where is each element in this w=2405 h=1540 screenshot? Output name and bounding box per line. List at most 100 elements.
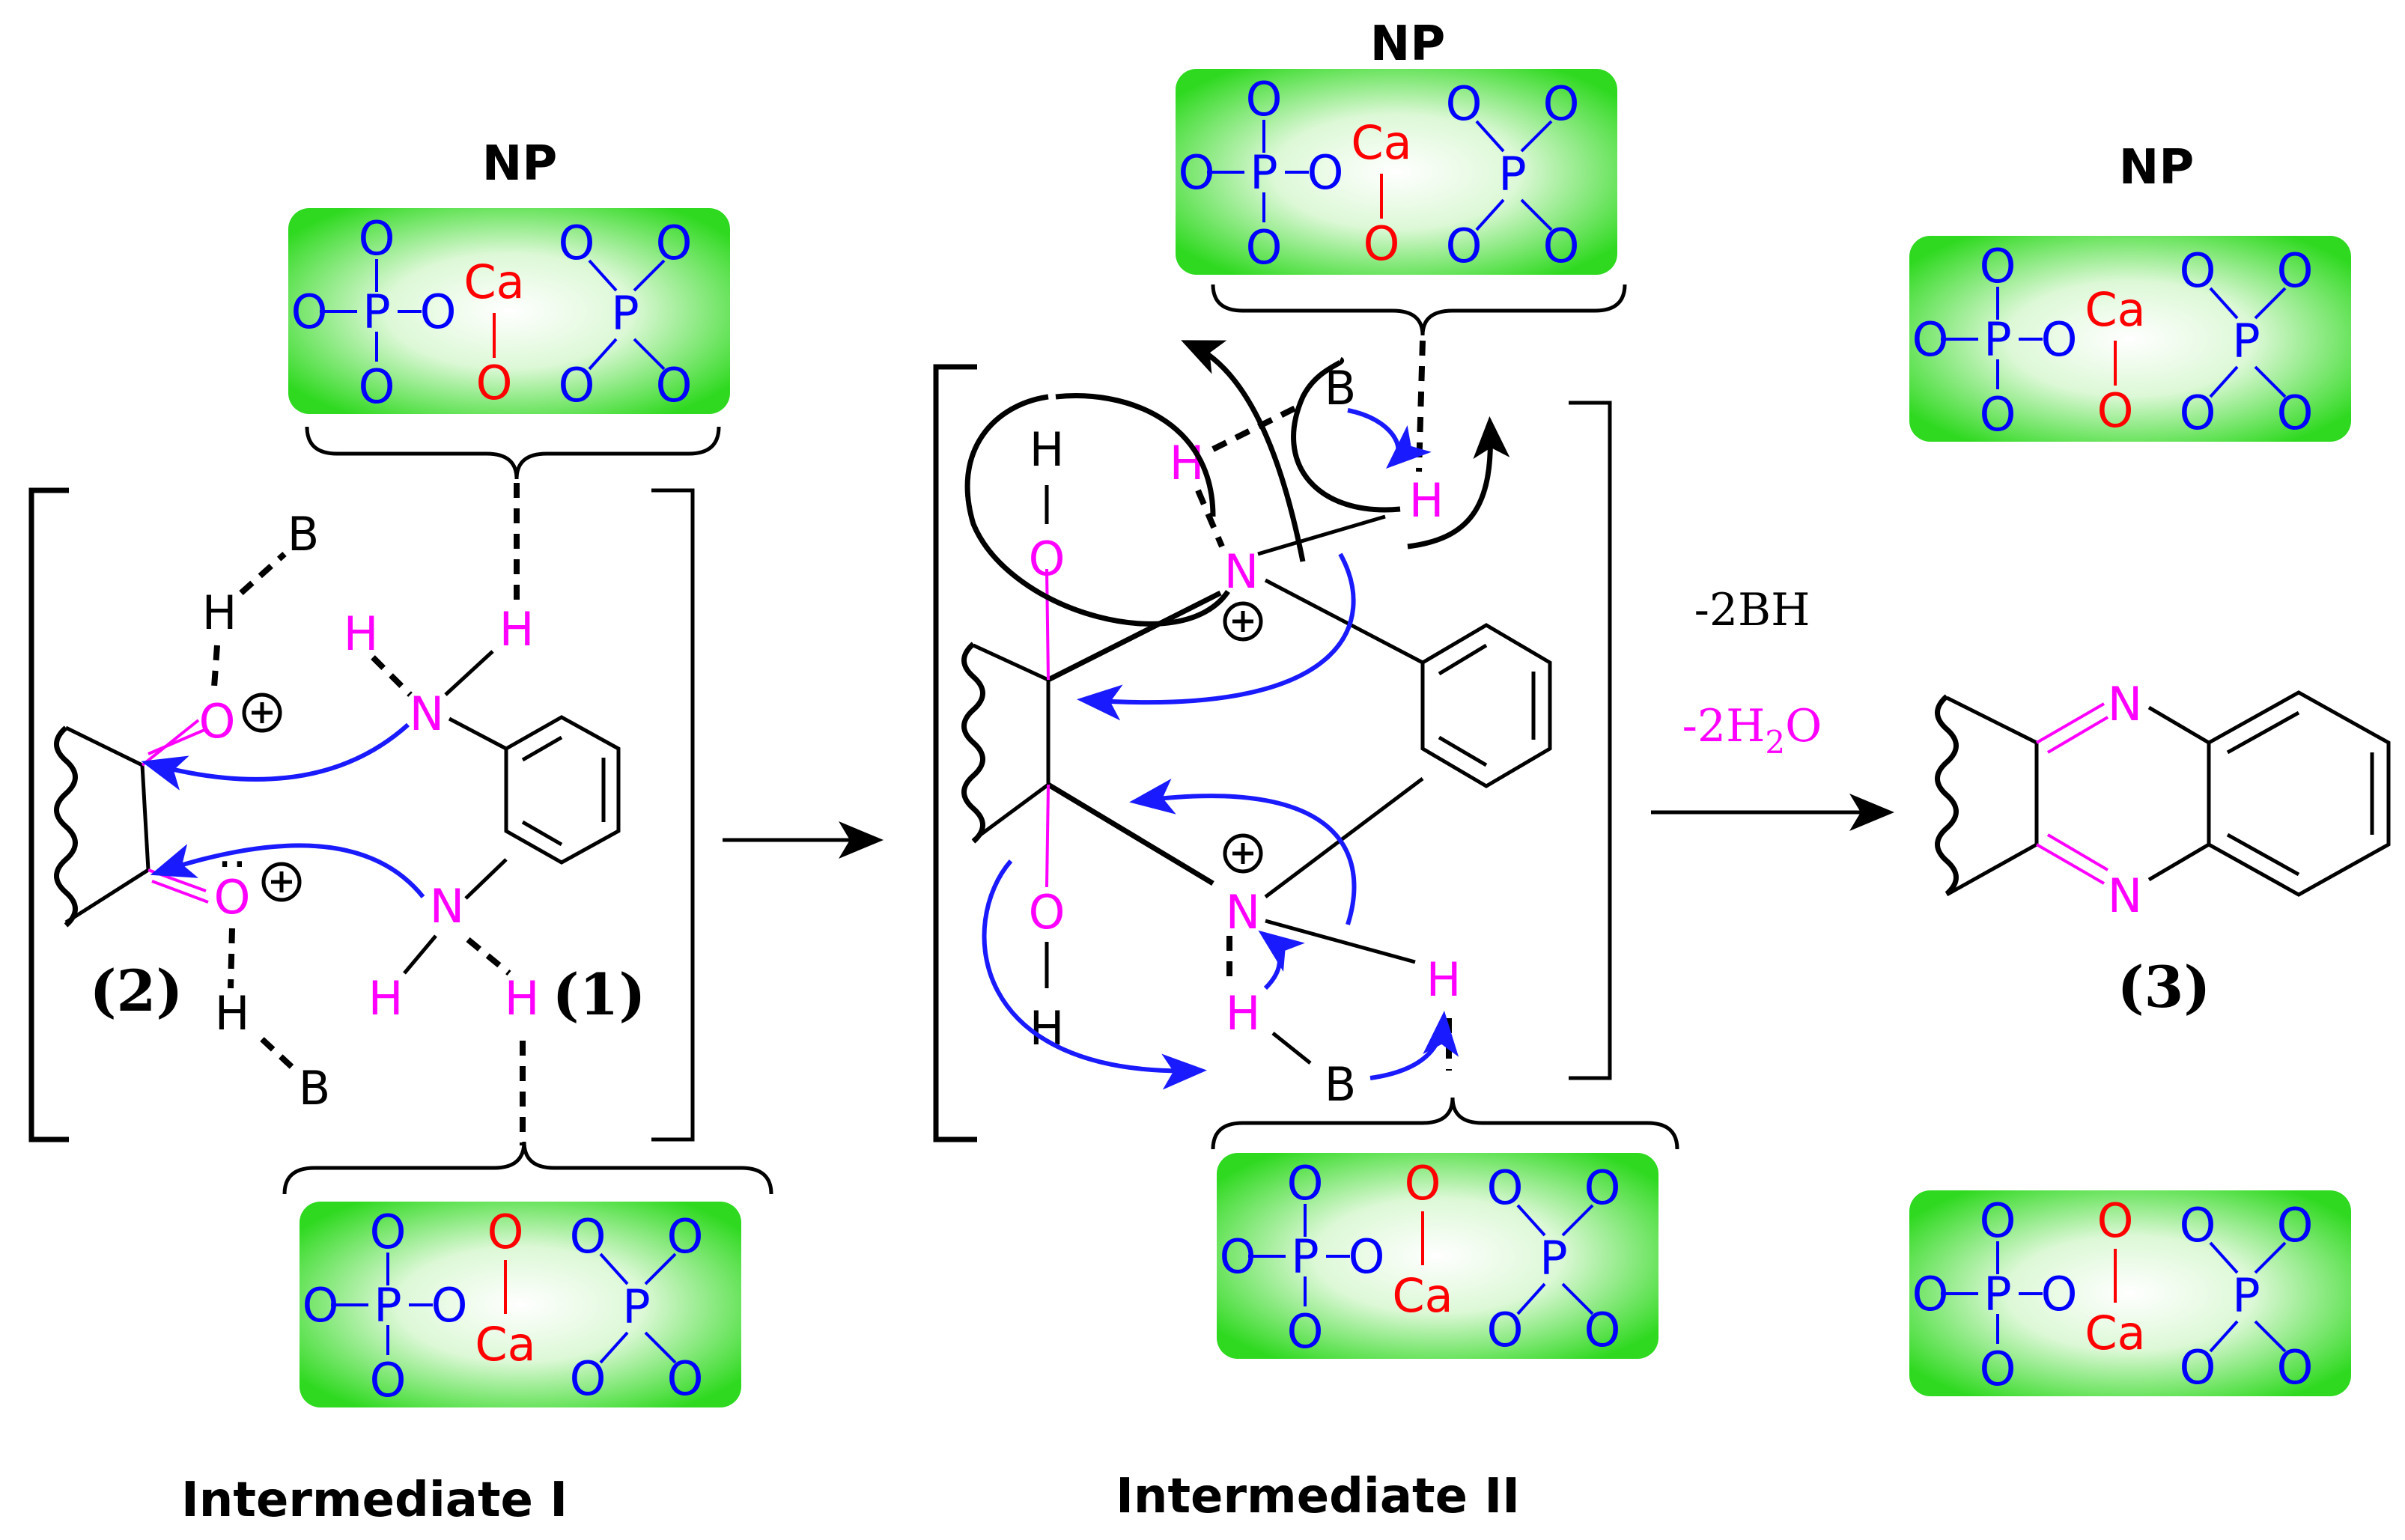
brace-top-2 <box>1211 284 1627 336</box>
nanoparticle-top-3: O O P O O Ca O O O P O O <box>1908 234 2353 443</box>
amine-h: H <box>368 971 404 1026</box>
plus-charge-icon <box>261 862 302 902</box>
svg-text:Ca: Ca <box>2085 282 2145 337</box>
electron-arrow <box>1129 779 1357 925</box>
h-atom: H <box>215 986 250 1041</box>
o-atom: O <box>291 284 328 339</box>
amine-h: H <box>505 971 540 1026</box>
wavy-bond <box>1935 694 1959 896</box>
svg-text:O: O <box>2097 1193 2134 1248</box>
svg-text:H: H <box>1170 436 1205 490</box>
svg-text:O: O <box>487 1205 524 1259</box>
bracket-left-2 <box>933 364 977 1142</box>
svg-text:O: O <box>431 1278 468 1333</box>
svg-text:O: O <box>2180 1198 2216 1253</box>
ring-n: N <box>2108 677 2142 731</box>
brace-top-1 <box>305 426 721 480</box>
bracket-left-1 <box>28 487 69 1142</box>
svg-text:O: O <box>2277 243 2314 298</box>
svg-text:Ca: Ca <box>1392 1268 1453 1323</box>
svg-text:O: O <box>2277 1340 2314 1395</box>
svg-text:O: O <box>1363 216 1400 271</box>
amine-h: H <box>344 606 379 661</box>
svg-text:O: O <box>570 1209 606 1264</box>
electron-arrow <box>1055 393 1216 517</box>
plus-charge-icon <box>1223 601 1263 642</box>
svg-text:O: O <box>370 1353 407 1407</box>
electron-arrow <box>1077 553 1356 721</box>
electron-arrow <box>1369 1011 1459 1080</box>
svg-text:O: O <box>1287 1156 1324 1211</box>
base-atom: B <box>299 1061 331 1116</box>
svg-text:H: H <box>1030 422 1065 477</box>
svg-text:O: O <box>2041 1267 2078 1321</box>
electron-arrow <box>150 843 425 898</box>
svg-text:O: O <box>370 1205 407 1259</box>
electron-arrow <box>1347 408 1432 469</box>
svg-text:O: O <box>1287 1304 1324 1359</box>
nanoparticle-top-2: O O P O O Ca O O O P O O <box>1174 67 1619 276</box>
o-atom: O <box>559 358 595 413</box>
wavy-bond <box>54 725 78 928</box>
svg-text:O: O <box>1405 1156 1441 1211</box>
electron-arrow <box>1181 340 1306 562</box>
electron-arrow <box>141 722 410 791</box>
electron-arrow <box>1407 416 1510 550</box>
o-atom: O <box>559 216 595 270</box>
svg-text:O: O <box>1584 1303 1621 1357</box>
amine-n: N <box>410 687 444 741</box>
compound-2-label: (2) <box>90 958 183 1024</box>
svg-text:O: O <box>1980 1193 2016 1248</box>
hydroxyl-o: O <box>1029 885 1065 940</box>
svg-text:O: O <box>302 1278 339 1333</box>
intermediate-2-label: Intermediate II <box>1116 1469 1520 1524</box>
o-atom: O <box>656 216 693 270</box>
svg-text:H: H <box>1426 952 1462 1007</box>
svg-text:P: P <box>2232 314 2260 368</box>
o-atom: O <box>656 358 693 413</box>
o-atom: O <box>476 356 513 410</box>
p-atom: P <box>362 284 390 339</box>
electron-arrow <box>964 394 1230 627</box>
svg-text:O: O <box>2277 1198 2314 1253</box>
h-atom: H <box>202 585 237 640</box>
electron-arrow <box>982 859 1207 1090</box>
o-atom: O <box>420 284 457 339</box>
nanoparticle-bottom-1: O O P O O O Ca O O P O O <box>298 1200 743 1409</box>
hydroxyl-o: O <box>1029 532 1065 586</box>
svg-text:O: O <box>1446 76 1483 131</box>
svg-text:P: P <box>622 1279 650 1334</box>
nanoparticle-bottom-3: O O P O O O Ca O O P O O <box>1908 1189 2353 1398</box>
base-atom: B <box>288 507 320 561</box>
np-label-1: NP <box>482 136 557 192</box>
svg-text:O: O <box>1543 219 1580 273</box>
svg-text:P: P <box>1291 1229 1319 1284</box>
brace-bottom-2 <box>1211 1097 1679 1150</box>
plus-charge-icon <box>1223 833 1263 874</box>
intermediate-1-label: Intermediate I <box>181 1473 568 1528</box>
benzene-ring <box>504 715 621 865</box>
brace-bottom-1 <box>282 1141 773 1195</box>
svg-text:H: H <box>1409 473 1444 528</box>
carbonyl-o: O <box>199 694 236 749</box>
svg-text:O: O <box>667 1351 704 1406</box>
amine-n: N <box>430 879 464 934</box>
nanoparticle-top-1: P O O O O Ca O P O O O O <box>287 207 732 416</box>
svg-text:O: O <box>1912 312 1949 367</box>
svg-text:Ca: Ca <box>2085 1306 2145 1360</box>
compound-3-label: (3) <box>2117 954 2211 1020</box>
ring-n: N <box>2108 868 2142 923</box>
svg-text:P: P <box>1539 1231 1567 1285</box>
o-atom: O <box>359 211 395 266</box>
svg-text:B: B <box>1325 1057 1357 1112</box>
amine-n: N <box>1224 544 1259 599</box>
svg-text:O: O <box>1543 76 1580 131</box>
svg-text:P: P <box>1983 312 2011 367</box>
ca-atom: Ca <box>463 255 524 309</box>
svg-text:O: O <box>1912 1267 1949 1321</box>
svg-text:H: H <box>1226 986 1261 1041</box>
hbond-dash <box>1416 340 1426 472</box>
svg-text:P: P <box>2232 1268 2260 1323</box>
amine-n: N <box>1226 885 1260 940</box>
